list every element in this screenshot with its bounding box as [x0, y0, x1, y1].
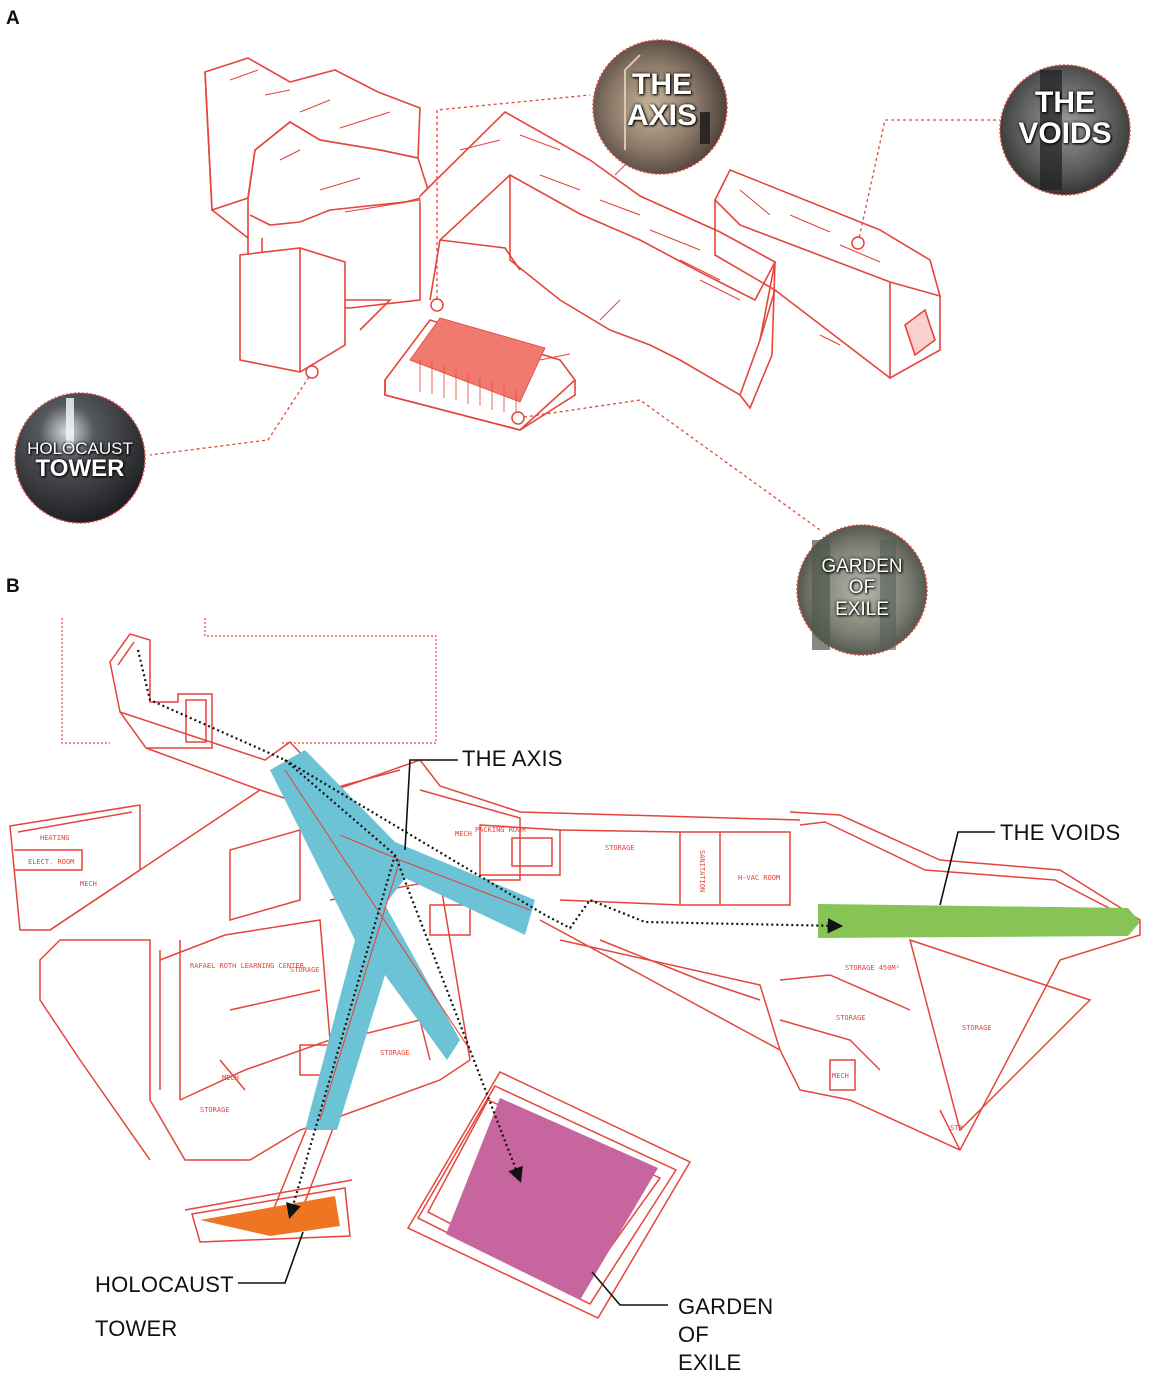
room-label-storage-6: STORAGE: [962, 1024, 992, 1032]
left-building-block: [204, 57, 432, 309]
room-label-storage-450: STORAGE 450M²: [845, 964, 900, 972]
room-label-storage-2: STORAGE: [290, 966, 320, 974]
room-label-hvac-room: H-VAC ROOM: [738, 874, 780, 882]
plan-label-axis: THE AXIS: [462, 746, 563, 771]
room-label-heating: HEATING: [40, 834, 70, 842]
plan-label-garden-line3: EXILE: [678, 1350, 742, 1375]
plan-label-voids: THE VOIDS: [1000, 820, 1121, 845]
garden-photo-label-line1: GARDEN: [821, 556, 903, 577]
slot-windows: [229, 69, 881, 361]
axis-zone: [270, 750, 535, 1130]
garden-photo-label-line2: OF: [848, 577, 876, 599]
label-leaders: [238, 759, 995, 1306]
axis-photo-label: THE AXIS: [612, 68, 712, 132]
garden-photo-label: GARDEN OF EXILE: [812, 556, 912, 620]
photo-circle-garden: [796, 524, 928, 656]
photo-circle-tower: [14, 392, 146, 524]
room-labels: HEATING ELECT. ROOM MECH MECH PACKING RO…: [28, 826, 992, 1132]
room-label-storage-4: STORAGE: [200, 1106, 230, 1114]
garden-zone: [446, 1098, 658, 1300]
photo-circle-axis: [592, 39, 728, 175]
voids-photo-label: THE VOIDS: [1000, 86, 1130, 150]
tower-photo-label-line2: TOWER: [35, 455, 125, 483]
room-label-mech-2: MECH: [455, 830, 472, 838]
room-label-storage-3: STORAGE: [380, 1049, 410, 1057]
tower-block: [239, 247, 392, 373]
room-label-learning-center: RAFAEL ROTH LEARNING CENTER: [190, 962, 305, 970]
panel-a-letter: A: [6, 8, 20, 29]
middle-building-block: [419, 111, 777, 410]
plan-label-tower-line2: TOWER: [95, 1316, 178, 1341]
room-label-mech-3: MECH: [222, 1074, 239, 1082]
photo-circle-voids: [999, 64, 1131, 196]
room-label-storage-1: STORAGE: [605, 844, 635, 852]
garden-block: [384, 317, 577, 431]
panel-a-leaders: [149, 94, 1000, 531]
plan-label-garden-line1: GARDEN: [678, 1294, 774, 1319]
room-label-mech-1: MECH: [80, 880, 97, 888]
plan-walls: [9, 633, 1141, 1319]
plan-label-tower-line1: HOLOCAUST: [95, 1272, 234, 1297]
voids-photo-label-line2: VOIDS: [1018, 116, 1112, 150]
axis-photo-label-line2: AXIS: [626, 98, 698, 132]
room-label-str: STR: [950, 1124, 963, 1132]
plan-label-garden-line2: OF: [678, 1322, 709, 1347]
right-building-block: [714, 168, 942, 380]
voids-zone: [818, 904, 1140, 938]
garden-photo-label-line3: EXILE: [835, 598, 889, 620]
room-label-elect-room: ELECT. ROOM: [28, 858, 74, 866]
room-label-sanitation: SANITATION: [698, 850, 706, 892]
circulation-paths: [136, 649, 844, 1219]
room-label-packing-room: PACKING ROOM: [475, 826, 526, 834]
room-label-storage-5: STORAGE: [836, 1014, 866, 1022]
tower-photo-label: HOLOCAUST TOWER: [15, 440, 145, 482]
panel-b-letter: B: [6, 576, 20, 597]
site-outline: [61, 618, 437, 744]
axis-centerlines: [284, 769, 531, 1121]
tower-zone: [200, 1196, 340, 1236]
panel-a-leader-dots: [305, 236, 865, 425]
room-label-mech-4: MECH: [832, 1072, 849, 1080]
tower-photo-label-line1: HOLOCAUST: [27, 439, 133, 458]
voids-photo-label-line1: THE: [1035, 86, 1095, 119]
axis-photo-label-line1: THE: [632, 68, 692, 101]
axonometric-drawing: [204, 57, 942, 431]
